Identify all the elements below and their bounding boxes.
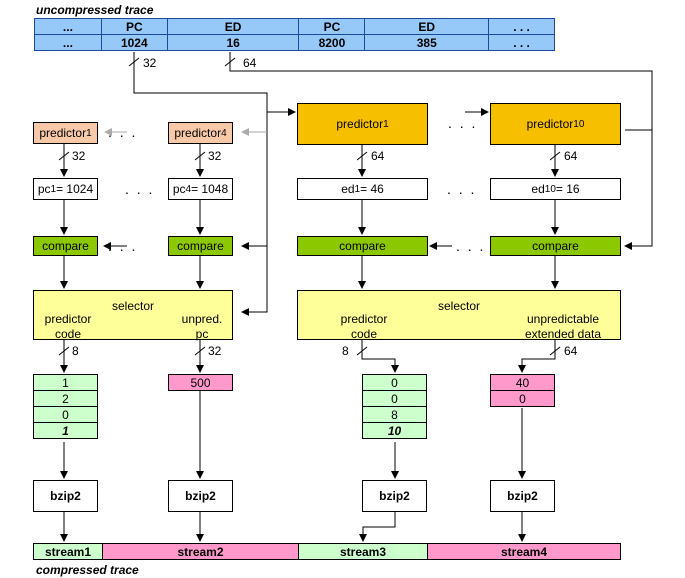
bzip2-box: bzip2 (362, 480, 427, 512)
predictor-index: 4 (221, 127, 227, 139)
stream2: stream2 (102, 543, 299, 560)
ellipsis: . . . (448, 115, 478, 131)
ed-code-stack: 0 0 8 10 (362, 374, 427, 439)
trace-header-row: ... PC ED PC ED . . . (34, 18, 555, 35)
pc-width-label: 32 (143, 56, 157, 70)
trace-value-cell: 1024 (100, 34, 168, 51)
trace-header-cell: PC (100, 18, 168, 35)
unpredictable-cell: 500 (168, 374, 233, 391)
value-index: 4 (185, 183, 192, 195)
code-cell: 0 (362, 390, 427, 407)
predictor-label: predictor (336, 117, 384, 131)
compressed-trace-title: compressed trace (36, 563, 139, 577)
code-cell: 8 (362, 406, 427, 423)
trace-header-cell: ED (364, 18, 490, 35)
trace-header-cell: PC (298, 18, 366, 35)
trace-value-cell: 8200 (298, 34, 366, 51)
code-cell: 1 (33, 422, 98, 439)
uncompressed-trace-title: uncompressed trace (36, 3, 154, 17)
code-cell: 0 (362, 374, 427, 391)
pc-width-label: 32 (208, 344, 222, 358)
code-cell: 0 (33, 406, 98, 423)
pc-compare-last: compare (168, 236, 233, 256)
ed-selector: selector predictor code unpredictable ex… (297, 290, 621, 341)
value-text: = 16 (555, 182, 580, 196)
unpredictable-cell: 40 (490, 374, 555, 391)
stream4: stream4 (427, 543, 621, 560)
trace-header-cell: . . . (488, 18, 555, 35)
selector-label: selector (111, 299, 155, 313)
pc-width-label: 32 (208, 149, 222, 163)
bzip2-box: bzip2 (168, 480, 233, 512)
ellipsis: . . . (108, 124, 138, 140)
trace-value-cell: . . . (488, 34, 555, 51)
pc-code-stack: 1 2 0 1 (33, 374, 98, 439)
code-cell: 1 (33, 374, 98, 391)
code-width-label: 8 (342, 344, 349, 358)
value-text: = 46 (360, 182, 384, 196)
trace-value-cell: ... (34, 34, 102, 51)
value-index: 1 (354, 183, 361, 195)
code-width-label: 8 (72, 344, 79, 358)
selector-code-label: predictor code (44, 312, 92, 341)
predictor-label: predictor (526, 117, 574, 131)
value-label: ed (341, 182, 355, 196)
unpredictable-cell: 0 (490, 390, 555, 407)
ed-width-label: 64 (564, 344, 578, 358)
selector-code-label: predictor code (340, 312, 388, 341)
trace-value-cell: 385 (364, 34, 490, 51)
ed-width-label: 64 (243, 56, 257, 70)
ed-compare-first: compare (297, 236, 428, 256)
ed-compare-last: compare (490, 236, 621, 256)
trace-header-cell: ED (166, 18, 300, 35)
predictor-index: 1 (86, 127, 92, 139)
bzip2-box: bzip2 (33, 480, 98, 512)
trace-header-cell: ... (34, 18, 102, 35)
stream1: stream1 (33, 543, 103, 560)
ed-width-label: 64 (564, 149, 578, 163)
value-index: 10 (544, 183, 556, 195)
predictor-label: predictor (174, 126, 222, 140)
pc-width-label: 32 (72, 149, 86, 163)
value-label: ed (531, 182, 545, 196)
selector-unpredictable-label: unpredictable extended data (524, 312, 602, 341)
trace-value-cell: 16 (166, 34, 300, 51)
value-index: 1 (50, 183, 57, 195)
ed-unpredictable-stack: 40 0 (490, 374, 555, 407)
selector-unpredictable-label: unpred. pc (181, 312, 223, 341)
ellipsis: . . . (456, 238, 486, 254)
value-text: = 1024 (56, 182, 94, 196)
stream3: stream3 (298, 543, 428, 560)
value-label: pc (172, 182, 186, 196)
pc-unpredictable-stack: 500 (168, 374, 233, 391)
ellipsis: . . . (447, 181, 477, 197)
ellipsis: . . . (108, 238, 138, 254)
pc-compare-first: compare (33, 236, 98, 256)
predictor-label: predictor (39, 126, 87, 140)
uncompressed-trace-table: ... PC ED PC ED . . . ... 1024 16 8200 3… (34, 18, 555, 51)
trace-value-row: ... 1024 16 8200 385 . . . (34, 34, 555, 51)
bzip2-box: bzip2 (490, 480, 555, 512)
ed-width-label: 64 (371, 149, 385, 163)
code-cell: 2 (33, 390, 98, 407)
value-text: = 1048 (191, 182, 229, 196)
predictor-index: 1 (383, 118, 389, 130)
ellipsis: . . . (125, 181, 155, 197)
value-label: pc (37, 182, 51, 196)
pc-selector: selector predictor code unpred. pc (33, 290, 233, 341)
predictor-index: 10 (573, 118, 585, 130)
code-cell: 10 (362, 422, 427, 439)
selector-label: selector (437, 299, 481, 313)
